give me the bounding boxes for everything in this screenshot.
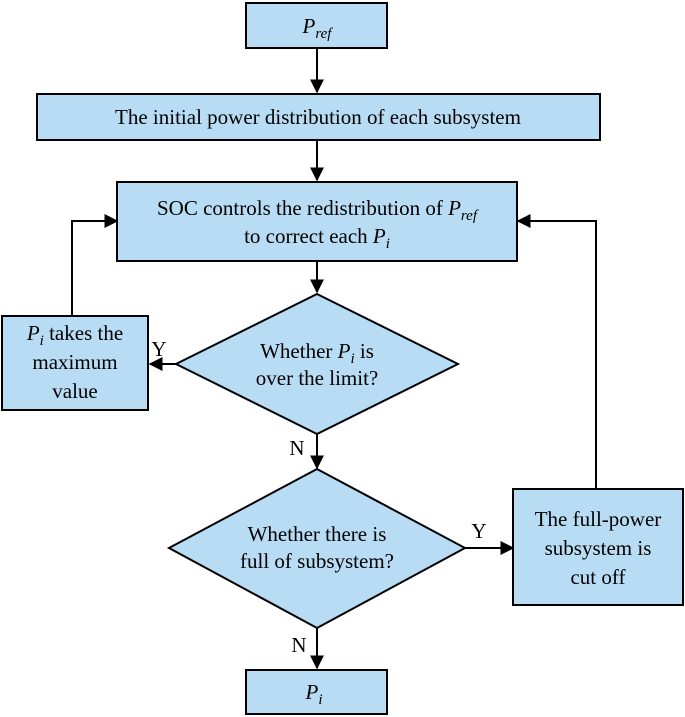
pi-sub: i xyxy=(318,692,322,708)
limit-line1-main: P xyxy=(337,339,351,363)
svg-text:Whether Pi is: Whether Pi is xyxy=(260,339,374,367)
limit-line1-post: is xyxy=(355,339,374,363)
node-limit-decision: Whether Pi is over the limit? xyxy=(173,292,461,436)
node-full-decision: Whether there is full of subsystem? xyxy=(166,467,468,630)
node-pref: Pref xyxy=(245,2,388,49)
max-line3: value xyxy=(52,379,97,403)
max-line1-main: P xyxy=(26,321,40,345)
max-line2: maximum xyxy=(32,350,117,374)
node-pi: Pi xyxy=(245,669,388,715)
svg-text:Pref: Pref xyxy=(302,14,334,42)
node-soc: SOC controls the redistribution of Pref … xyxy=(116,181,518,262)
full-line2: full of subsystem? xyxy=(240,549,394,573)
node-max: Pi takes the maximum value xyxy=(1,315,149,411)
initial-text: The initial power distribution of each s… xyxy=(115,105,521,129)
soc-line1-pre: SOC controls the redistribution of xyxy=(157,196,448,220)
limit-yes-label: Y xyxy=(151,337,166,361)
full-yes-label: Y xyxy=(471,519,486,543)
limit-no-label: N xyxy=(289,436,304,460)
node-cutoff: The full-power subsystem is cut off xyxy=(512,488,684,606)
cutoff-line3: cut off xyxy=(570,565,625,589)
cutoff-line2: subsystem is xyxy=(545,536,652,560)
limit-line2: over the limit? xyxy=(256,366,378,390)
soc-line2-sub: i xyxy=(386,236,390,252)
soc-line1-sub: ref xyxy=(461,208,479,224)
max-line1-post: takes the xyxy=(44,321,123,345)
max-line1-sub: i xyxy=(40,333,44,349)
limit-line1-sub: i xyxy=(350,351,354,367)
limit-line1-pre: Whether xyxy=(260,339,338,363)
edge-cutoff-to-soc xyxy=(516,214,597,489)
svg-text:Pi takes the: Pi takes the xyxy=(26,321,123,349)
cutoff-line1: The full-power xyxy=(535,507,662,531)
full-no-label: N xyxy=(291,633,306,657)
svg-text:Pi: Pi xyxy=(305,680,323,708)
node-initial: The initial power distribution of each s… xyxy=(36,93,601,141)
soc-line2-main: P xyxy=(372,224,386,248)
full-line1: Whether there is xyxy=(248,522,387,546)
edge-max-to-soc xyxy=(71,214,119,316)
svg-text:to correct each Pi: to correct each Pi xyxy=(244,224,390,252)
pi-main: P xyxy=(305,680,319,704)
edges xyxy=(71,48,597,670)
soc-line1-main: P xyxy=(447,196,461,220)
svg-text:SOC controls the redistributio: SOC controls the redistribution of Pref xyxy=(157,196,479,224)
soc-line2-pre: to correct each xyxy=(244,224,373,248)
pref-sub: ref xyxy=(315,26,333,42)
pref-main: P xyxy=(302,14,316,38)
